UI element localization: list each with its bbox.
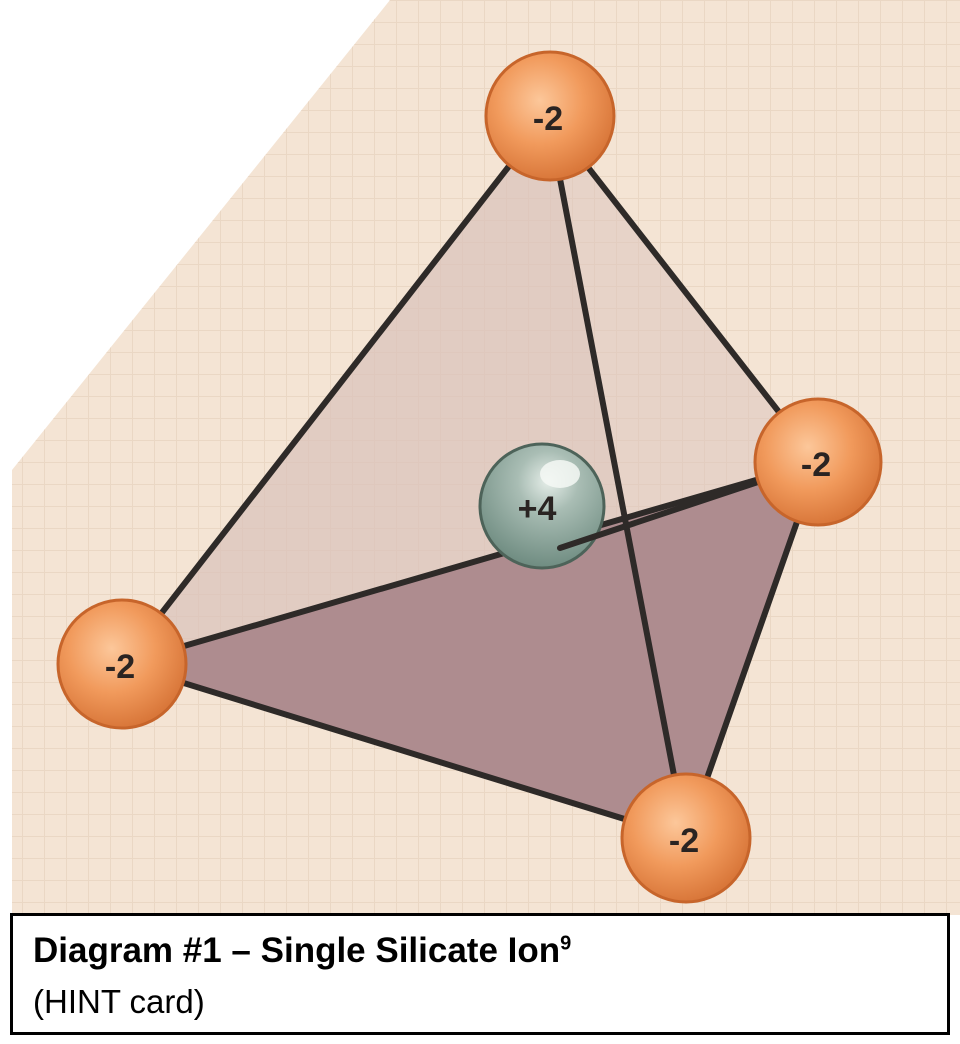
oxygen-right-charge-label: -2 [801, 446, 831, 484]
footnote-marker: 9 [560, 932, 572, 955]
edge-top-left [119, 113, 551, 667]
edge-right-bottom [683, 459, 821, 841]
tetrahedron-face-back [122, 116, 818, 664]
oxygen-ion-bottom: -2 [620, 772, 752, 904]
caption-box: Diagram #1 – Single Silicate Ion9 (HINT … [10, 913, 950, 1035]
oxygen-left-charge-label: -2 [105, 648, 135, 686]
oxygen-bottom-charge-label: -2 [669, 822, 699, 860]
oxygen-ion-top: -2 [484, 50, 616, 182]
caption-subtitle: (HINT card) [33, 983, 205, 1020]
edge-top-bottom [545, 113, 689, 841]
edge-left-bottom [119, 661, 689, 841]
silicon-ion: +4 [478, 442, 606, 570]
tetrahedron-face-bottom [122, 462, 818, 838]
oxygen-ion-left: -2 [56, 598, 188, 730]
edge-left-right [119, 459, 821, 667]
oxygen-top-charge-label: -2 [533, 100, 563, 138]
silicate-tetrahedron-diagram: +4 -2 -2 -2 -2 [12, 0, 960, 915]
oxygen-ion-right: -2 [753, 397, 883, 527]
silicon-charge-label: +4 [518, 490, 557, 528]
edge-top-right [545, 113, 821, 465]
caption-title: Diagram #1 – Single Silicate Ion9 [33, 928, 947, 974]
caption-title-text: Diagram #1 – Single Silicate Ion [33, 931, 561, 970]
